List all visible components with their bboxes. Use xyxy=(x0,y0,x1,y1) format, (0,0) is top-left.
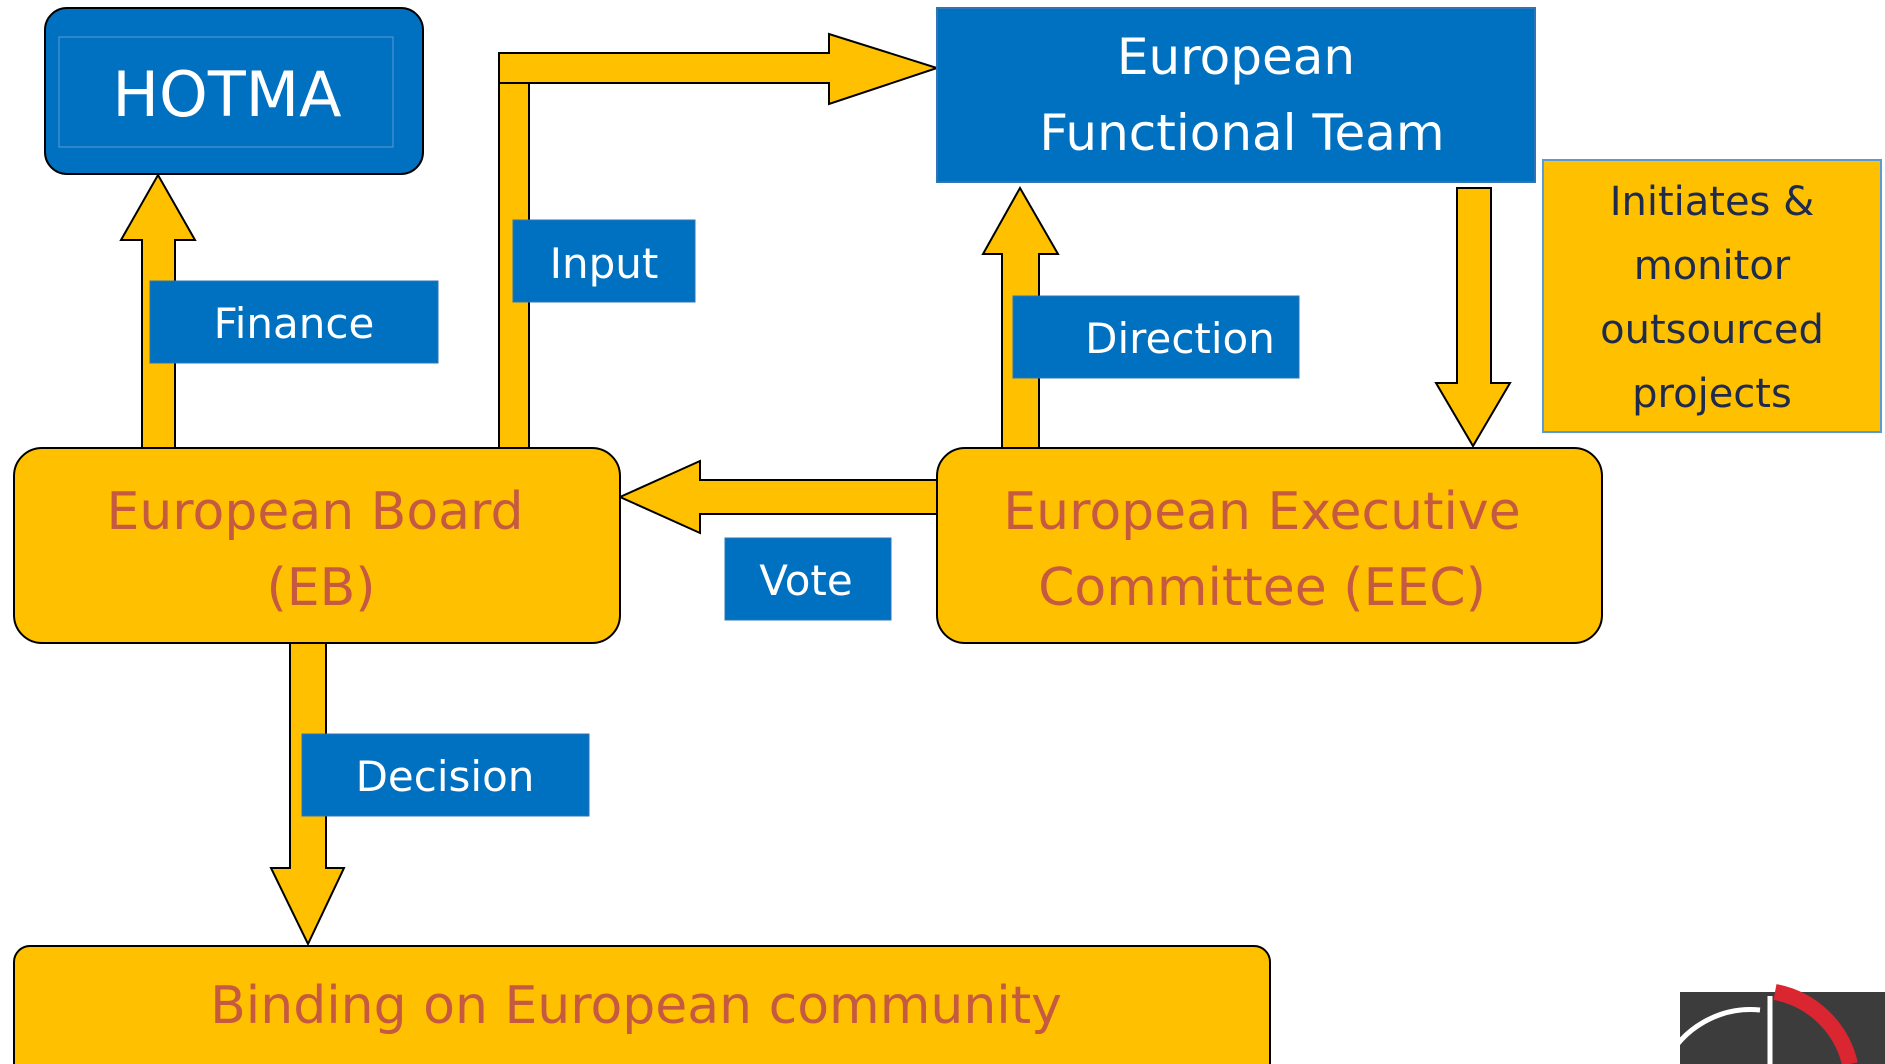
node-binding: Binding on European community xyxy=(13,945,1271,1064)
eb-label-line-2: (EB) xyxy=(266,558,375,618)
eb-label-line-1: European Board xyxy=(106,482,523,542)
label-decision: Decision xyxy=(301,733,590,817)
label-input: Input xyxy=(512,219,696,303)
node-european-executive-committee: European Executive Committee (EEC) xyxy=(936,447,1603,644)
note-line-1: Initiates & xyxy=(1610,179,1815,225)
eec-label-line-2: Committee (EEC) xyxy=(1038,558,1486,618)
direction-label: Direction xyxy=(1085,314,1275,363)
node-european-board: European Board (EB) xyxy=(13,447,621,644)
vote-label: Vote xyxy=(759,556,852,605)
eft-label-line-1: European xyxy=(1117,28,1355,86)
label-vote: Vote xyxy=(724,537,892,621)
node-european-functional-team: European Functional Team xyxy=(936,7,1536,183)
input-label: Input xyxy=(550,239,659,288)
arrow-input xyxy=(498,32,941,449)
hotma-label: HOTMA xyxy=(112,58,341,131)
corner-logo-icon xyxy=(1662,984,1885,1064)
binding-label: Binding on European community xyxy=(210,976,1062,1036)
note-line-2: monitor xyxy=(1634,243,1791,289)
eec-label-line-1: European Executive xyxy=(1003,482,1520,542)
label-finance: Finance xyxy=(149,280,439,364)
node-hotma: HOTMA xyxy=(44,7,424,175)
arrow-eft-to-eec xyxy=(1434,187,1512,448)
eft-label-line-2: Functional Team xyxy=(1039,104,1444,162)
note-outsourced-projects: Initiates & monitor outsourced projects xyxy=(1542,159,1882,433)
note-line-4: projects xyxy=(1632,371,1792,417)
label-direction: Direction xyxy=(1012,295,1300,379)
note-line-3: outsourced xyxy=(1600,307,1824,353)
finance-label: Finance xyxy=(214,299,375,348)
decision-label: Decision xyxy=(356,752,535,801)
arrow-vote xyxy=(617,459,938,535)
